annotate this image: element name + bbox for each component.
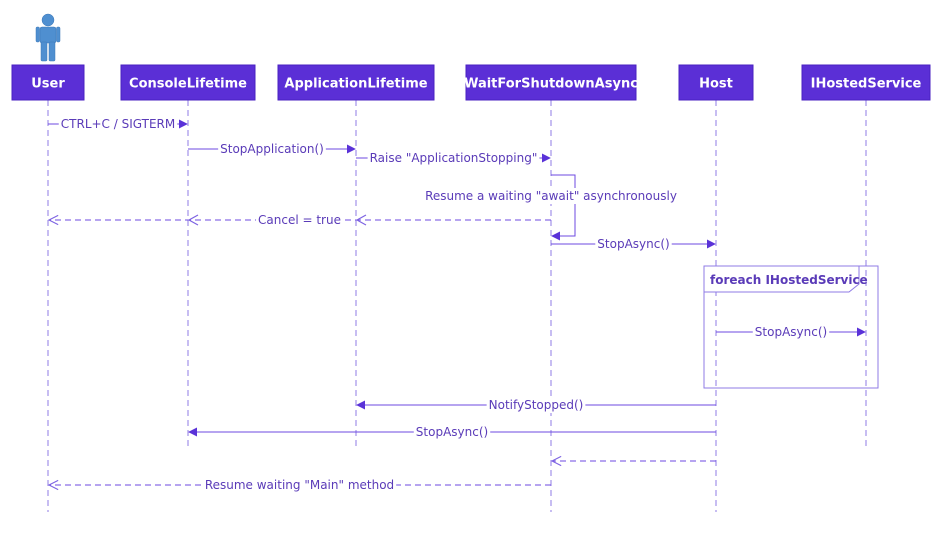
message-label: Resume a waiting "await" asynchronously	[425, 189, 677, 203]
participant-user: User	[11, 13, 85, 101]
message-line	[551, 174, 576, 241]
participant-box	[465, 64, 637, 101]
loop-fragment-label: foreach IHostedService	[710, 273, 868, 287]
message-label: StopAsync()	[597, 237, 669, 251]
participant-box	[11, 64, 85, 101]
participant-hosted: IHostedService	[801, 64, 931, 101]
message-label: NotifyStopped()	[489, 398, 584, 412]
message-stopasync: StopAsync()	[551, 236, 716, 252]
message-label: Cancel = true	[258, 213, 341, 227]
message-label: CTRL+C / SIGTERM	[61, 117, 175, 131]
participant-box	[277, 64, 435, 101]
message-ctrl-c-sigterm: CTRL+C / SIGTERM	[48, 116, 188, 132]
participant-label: ApplicationLifetime	[284, 77, 427, 92]
participant-box	[678, 64, 754, 101]
participant-label: IHostedService	[811, 77, 922, 92]
message-stopasync: StopAsync()	[188, 424, 716, 440]
loop-fragment: foreach IHostedService	[703, 265, 879, 389]
message-stopapplication: StopApplication()	[188, 141, 356, 157]
participant-console: ConsoleLifetime	[120, 64, 256, 101]
participant-label: User	[31, 77, 65, 92]
arrow-head-icon	[355, 214, 367, 226]
participant-app: ApplicationLifetime	[277, 64, 435, 101]
message-resume-waiting-main-method: Resume waiting "Main" method	[49, 477, 551, 493]
message-stopasync: StopAsync()	[716, 324, 866, 340]
message-label: Raise "ApplicationStopping"	[370, 151, 538, 165]
message-label: StopAsync()	[416, 425, 488, 439]
message-raise-applicationstopping: Raise "ApplicationStopping"	[356, 150, 551, 166]
arrow-head-icon	[187, 214, 199, 226]
participant-wait: WaitForShutdownAsync	[464, 64, 638, 101]
participant-label: ConsoleLifetime	[129, 77, 247, 92]
participant-box	[120, 64, 256, 101]
participant-label: WaitForShutdownAsync	[464, 77, 638, 92]
user-actor-icon	[35, 13, 61, 62]
message-cancel-true: Cancel = true	[49, 212, 551, 228]
message-notifystopped: NotifyStopped()	[356, 397, 716, 413]
participant-host: Host	[678, 64, 754, 101]
loop-fragment-tab	[703, 265, 860, 293]
participant-label: Host	[699, 77, 733, 92]
message-label: StopApplication()	[220, 142, 324, 156]
participant-box	[801, 64, 931, 101]
message-resume-a-waiting-await-asynchronously: Resume a waiting "await" asynchronously	[421, 174, 681, 241]
message-label: StopAsync()	[755, 325, 827, 339]
message-label: Resume waiting "Main" method	[205, 478, 394, 492]
